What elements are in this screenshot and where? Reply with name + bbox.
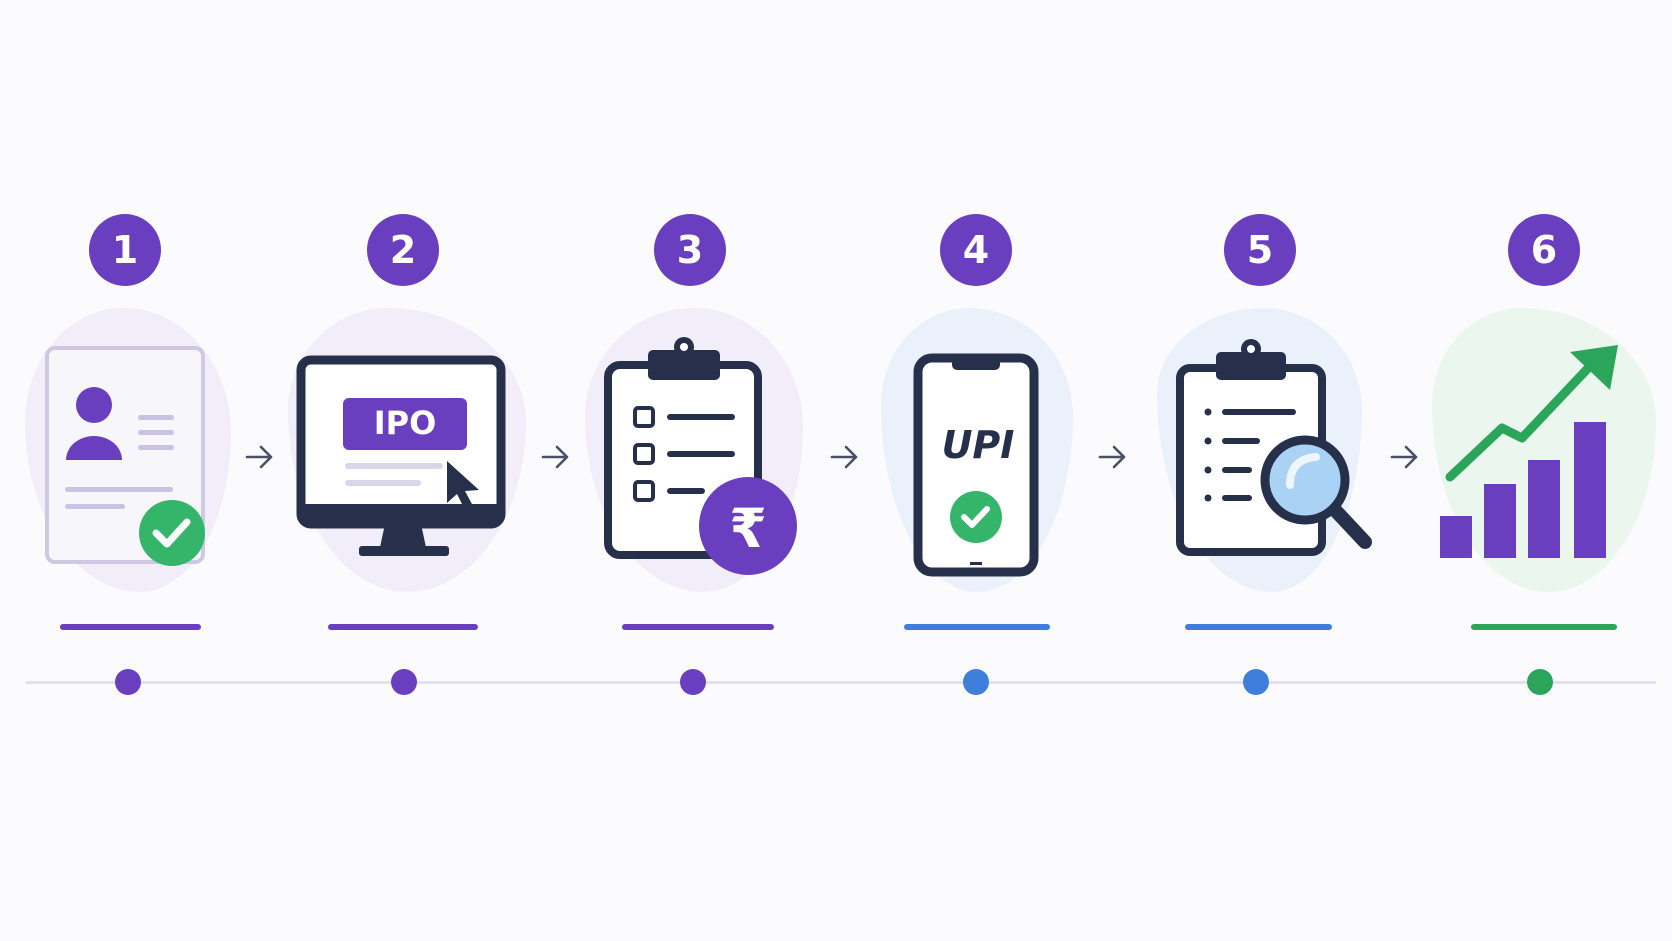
arrow-right-icon [1096, 440, 1130, 474]
monitor-ipo-icon: IPO [273, 330, 533, 590]
timeline-track [26, 681, 1656, 684]
step-number-badge: 2 [367, 214, 439, 286]
timeline-dot [680, 669, 706, 695]
growth-chart-icon [1414, 330, 1672, 590]
step-number-badge: 5 [1224, 214, 1296, 286]
step-3: 3 ₹ [585, 0, 803, 941]
ipo-label: IPO [374, 404, 437, 442]
arrow-right-icon [243, 440, 277, 474]
step-underline [1185, 624, 1332, 630]
profile-document-check-icon [0, 330, 255, 590]
step-4: 4 UPI [881, 0, 1073, 941]
timeline-dot [1527, 669, 1553, 695]
step-number-badge: 4 [940, 214, 1012, 286]
rupee-symbol: ₹ [729, 497, 767, 560]
step-underline [904, 624, 1050, 630]
upi-label: UPI [942, 423, 1015, 467]
step-underline [622, 624, 774, 630]
step-underline [60, 624, 201, 630]
step-6: 6 [1432, 0, 1656, 941]
step-number-badge: 6 [1508, 214, 1580, 286]
step-number-badge: 3 [654, 214, 726, 286]
arrow-right-icon [1388, 440, 1422, 474]
step-number-badge: 1 [89, 214, 161, 286]
step-underline [1471, 624, 1617, 630]
step-underline [328, 624, 478, 630]
step-5: 5 [1157, 0, 1372, 941]
phone-upi-check-icon: UPI [846, 330, 1106, 590]
arrow-right-icon [828, 440, 862, 474]
clipboard-search-icon [1130, 330, 1390, 590]
step-2: 2 IPO [288, 0, 526, 941]
timeline-dot [1243, 669, 1269, 695]
clipboard-rupee-icon: ₹ [560, 330, 820, 590]
timeline-dot [963, 669, 989, 695]
timeline-dot [115, 669, 141, 695]
timeline-dot [391, 669, 417, 695]
step-1: 1 [25, 0, 231, 941]
arrow-right-icon [539, 440, 573, 474]
